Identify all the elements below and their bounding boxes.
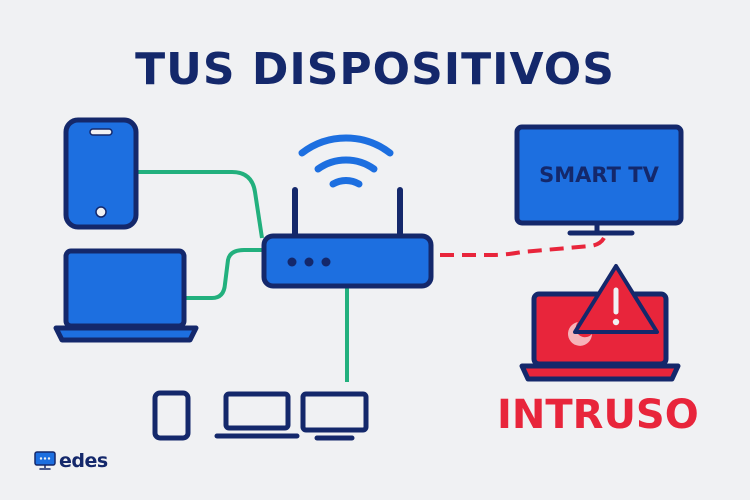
- phone-connection-line: [136, 170, 264, 239]
- brand-logo: edes: [34, 449, 108, 473]
- smart-tv-icon: SMART TV: [514, 124, 684, 236]
- tv-screen-label: SMART TV: [539, 163, 659, 187]
- laptop-outline-icon: [214, 391, 300, 439]
- wifi-router-icon: [261, 187, 434, 289]
- laptop-icon: [53, 248, 199, 343]
- wifi-signal-icon: [298, 134, 394, 188]
- smartphone-icon: [63, 117, 139, 230]
- intruder-connection-line: [440, 236, 606, 257]
- tablet-icon: [152, 390, 191, 441]
- brand-name: edes: [59, 450, 108, 472]
- warning-triangle-icon: [573, 264, 659, 334]
- page-title: TUS DISPOSITIVOS: [135, 44, 615, 95]
- monitor-logo-icon: [34, 451, 56, 470]
- monitor-outline-icon: [300, 391, 369, 441]
- intruder-label: INTRUSO: [497, 392, 699, 438]
- laptop-connection-line: [186, 248, 266, 300]
